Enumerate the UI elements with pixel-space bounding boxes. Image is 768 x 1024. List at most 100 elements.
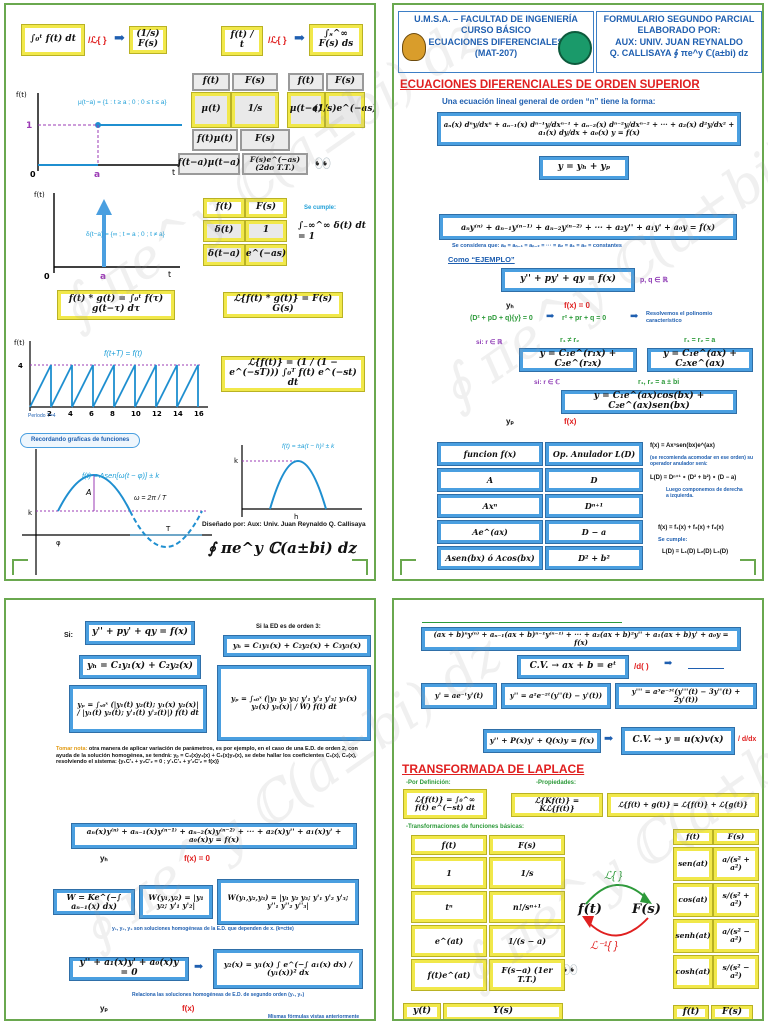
case-distinct: r₁ ≠ r₂ — [560, 337, 580, 344]
basic-cell-4-0: f(t)e^(at) — [411, 959, 487, 991]
periodic-tick-label: 8 — [110, 410, 115, 417]
parabola-graph: k h — [234, 445, 362, 521]
char-note: Resolvemos el polinomio característico — [646, 311, 713, 324]
bottom-Ys: Y(s) — [443, 1003, 563, 1019]
gen-eq-box: aₙ(x)y⁽ⁿ⁾ + aₙ₋₁(x)y⁽ⁿ⁻¹⁾ + aₙ₋₂(x)y⁽ⁿ⁻²… — [71, 823, 357, 849]
trig-cell-3-1: a/(s² − a²) — [713, 919, 759, 953]
annihilator-cell-4-1: D² + b² — [545, 546, 643, 570]
red-sol-box: y₂(x) = y₁(x) ∫ e^(−∫ a₁(x) dx) / (y₁(x)… — [213, 949, 363, 989]
step-definition: μ(t−a) = {1 : t ≥ a ; 0 ; 0 ≤ t ≤ a} — [78, 99, 167, 106]
fx-zero: f(x) = 0 — [564, 301, 591, 310]
svg-text:f(t): f(t) — [14, 339, 25, 347]
step-zero: 0 — [30, 170, 36, 179]
d2-box: y'' = a²e⁻²ᵗ(y''(t) − y'(t)) — [501, 683, 611, 709]
trig-cell-0-1: F(s) — [713, 829, 759, 845]
case-complex-roots: r₁, r₂ = a ± bi — [638, 379, 680, 386]
yp3-box: yₚ = ∫ₓ₀ˣ (|y₁ y₂ y₃; y'₁ y'₂ y'₃; y₁(x)… — [217, 665, 371, 741]
delta-note: Se cumple: — [304, 205, 337, 211]
svg-text:h: h — [294, 513, 298, 521]
ann-note3: L(D) = Dⁿ⁺¹ ∘ (D² + b²) ∘ (D − a) — [650, 475, 737, 481]
trig-cell-4-0: cosh(at) — [673, 955, 713, 989]
abel-box: W = Ke^(−∫ aₙ₋₁(x) dx) — [53, 889, 135, 915]
subtitle: Una ecuación lineal general de orden “n”… — [442, 97, 656, 106]
periodic-tick-label: 12 — [152, 410, 162, 417]
basic-cell-4-1: F(s−a) (1er T.T.) — [489, 959, 565, 991]
note-block: Tomar nota: otra manera de aplicar varia… — [56, 746, 358, 766]
sawtooth-segment — [50, 364, 73, 408]
svg-text:a: a — [100, 272, 106, 281]
svg-text:φ: φ — [56, 539, 61, 547]
sine-graph: A k T φ — [22, 449, 212, 575]
ann-note4: Luego componemos de derecha a izquierda. — [666, 487, 743, 499]
yp-label: yₚ — [506, 417, 514, 426]
laplace-inverse-label: ℒ⁻¹{ } — [590, 940, 618, 952]
parabola-label: f(t) = ±a(t − h)² ± k — [282, 443, 335, 450]
si-label: Si: — [64, 632, 73, 639]
cloud-note: Recordando graficas de funciones — [20, 433, 141, 449]
t1-fmu: f(t)μ(t) — [192, 129, 238, 151]
page-3: Si: y'' + py' + qy = f(x) Si la ED es de… — [4, 598, 376, 1021]
sum-L: L(D) = L₁(D) L₂(D) L₃(D) — [662, 549, 729, 555]
yh-label: yₕ — [100, 854, 108, 863]
step-a: a — [94, 170, 100, 179]
periodic-tick-label: 6 — [89, 410, 94, 417]
const-note: Se considera que: aₙ = aₙ₋₁ = aₙ₋₂ = ···… — [452, 243, 622, 249]
periodic-tick-label: 16 — [194, 410, 204, 417]
sol-equal-box: y = C₁e^(ax) + C₂xe^(ax) — [647, 348, 753, 372]
periodic-period: Período T=4 — [28, 413, 56, 419]
ber-operator: / d/dx — [738, 736, 757, 743]
svg-text:t: t — [168, 270, 171, 279]
example-label: Como “EJEMPLO” — [448, 255, 515, 264]
svg-text:k: k — [28, 509, 33, 517]
ft-node: f(t) — [578, 902, 602, 917]
integral-s-box: ∫ₛ^∞ F(s) ds — [309, 24, 363, 56]
t1-h3: f(t) — [288, 73, 324, 91]
yh2-box: yₕ = C₁y₁(x) + C₂y₂(x) — [79, 655, 201, 679]
arrow-right-icon: ➡ — [114, 31, 125, 46]
annihilator-cell-2-1: Dⁿ⁺¹ — [545, 494, 643, 518]
trig-cell-1-0: sen(at) — [673, 847, 713, 881]
sawtooth-segment — [29, 364, 52, 408]
basic-cell-1-1: 1/s — [489, 857, 565, 889]
trig-cell-0-0: f(t) — [673, 829, 713, 845]
prop-label: -Propiedades: — [536, 780, 577, 786]
trig-cell-2-0: cos(at) — [673, 883, 713, 917]
solution-sum-box: y = yₕ + yₚ — [539, 156, 629, 180]
t1-h4: F(s) — [326, 73, 364, 91]
example-pq: p, q ∈ ℝ — [640, 277, 668, 284]
annihilator-cell-0-0: funcion f(x) — [437, 442, 543, 466]
signature: ∮ πe^y ℂ(a±bi) dz — [208, 539, 357, 557]
delta-graph: f(t) t 0 a — [34, 191, 180, 281]
eyes-icon: 👀 — [314, 155, 332, 171]
t2-exp: e^(−as) — [245, 244, 287, 266]
sawtooth-segment — [176, 364, 199, 408]
sawtooth-segment — [113, 364, 136, 408]
basic-cell-0-1: F(s) — [489, 835, 565, 855]
bottom-note: Mismas fórmulas vistas anteriormente — [268, 1014, 360, 1020]
t2-delta-a: δ(t−a) — [203, 244, 245, 266]
t1-2tt: F(s)e^(−as) (2do T.T.) — [242, 153, 308, 175]
convolution-laplace-box: ℒ{f(t) * g(t)} = F(s) G(s) — [223, 292, 343, 318]
sum-note: Se cumple: — [658, 537, 688, 543]
periodic-tick-label: 2 — [47, 410, 52, 417]
case-complex: si: r ∈ ℂ — [534, 379, 560, 386]
laplace-forward-label: ℒ{ } — [604, 870, 623, 882]
ann-note2: (se recomienda acomodar en ese orden) su… — [650, 455, 754, 467]
annihilator-cell-4-0: Asen(bx) ó Acos(bx) — [437, 546, 543, 570]
general-eq-box: aₙ(x) dⁿy/dxⁿ + aₙ₋₁(x) dⁿ⁻¹y/dxⁿ⁻¹ + aₙ… — [437, 112, 741, 146]
case-equal: r₁ = r₂ = a — [684, 337, 716, 344]
section-title: ECUACIONES DIFERENCIALES DE ORDEN SUPERI… — [400, 79, 700, 91]
ber-cv-box: C.V. → y = u(x)v(x) — [621, 727, 735, 755]
division-t-box: f(t) / t — [221, 26, 263, 56]
d3-box: y''' = a³e⁻³ᵗ(y'''(t) − 3y''(t) + 2y'(t)… — [615, 683, 757, 709]
eyes-icon: 👀 — [562, 962, 579, 977]
page-4: (ax + b)ⁿy⁽ⁿ⁾ + aₙ₋₁(ax + b)ⁿ⁻¹y⁽ⁿ⁻¹⁾ + … — [392, 598, 764, 1021]
periodic-tick-label: 10 — [131, 410, 141, 417]
t2-h1: f(t) — [203, 198, 245, 218]
example-eq-box: y'' + py' + qy = f(x) — [501, 268, 635, 292]
legendre-eq-box: (ax + b)ⁿy⁽ⁿ⁾ + aₙ₋₁(ax + b)ⁿ⁻¹y⁽ⁿ⁻¹⁾ + … — [421, 627, 741, 651]
t1-shift: f(t−a)μ(t−a) — [178, 153, 240, 175]
unit-step-graph: f(t) t 1 0 a — [16, 91, 184, 179]
